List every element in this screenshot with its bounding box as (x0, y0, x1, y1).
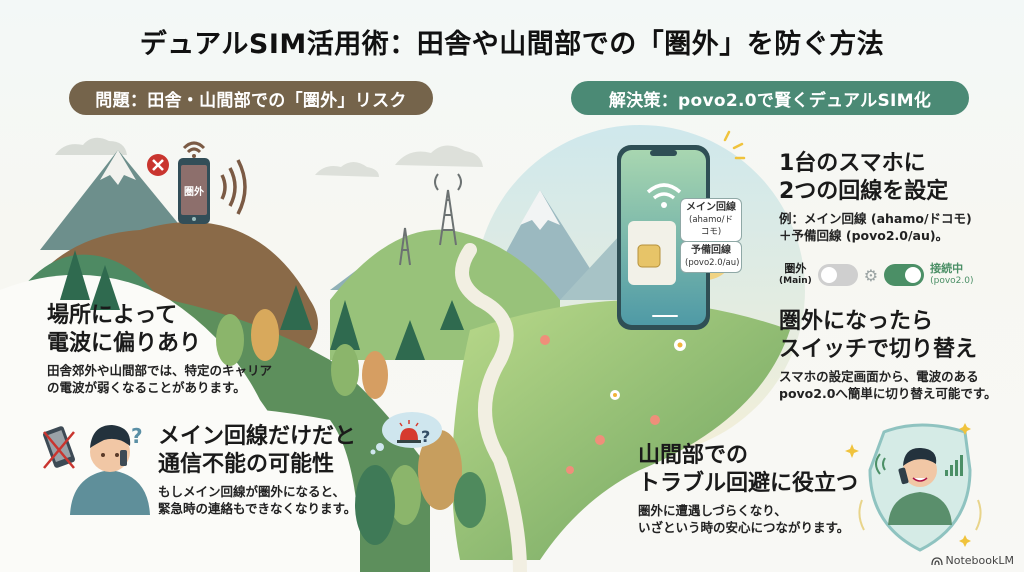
phone-no-signal-label: 圏外 (184, 187, 204, 198)
notebooklm-watermark: NotebookLM (930, 554, 1014, 567)
solution-item-body: 例：メイン回線 (ahamo/ドコモ) (779, 211, 972, 226)
toggle-off-title: 圏外 (784, 262, 807, 275)
solution-item-heading: トラブル回避に役立つ (638, 471, 859, 496)
brand-label: NotebookLM (945, 554, 1014, 567)
problem-item-heading: 電波に偏りあり (47, 331, 202, 356)
problem-item-heading: メイン回線だけだと (158, 424, 357, 449)
toggle-knob (905, 267, 922, 283)
problem-item-main-only-risk: メイン回線だけだと 通信不能の可能性 もしメイン回線が圏外になると、 緊急時の連… (158, 423, 356, 517)
backup-line-title: 予備回線 (691, 245, 731, 256)
solution-item-body: スマホの設定画面から、電波のある (779, 369, 979, 384)
gear-icon: ⚙ (863, 265, 879, 285)
main-line-label: メイン回線 (ahamo/ドコモ) (680, 198, 742, 242)
problem-item-body: もしメイン回線が圏外になると、 (158, 484, 346, 499)
problem-item-body: 田舎郊外や山間部では、特定のキャリア (47, 363, 273, 378)
svg-text:?: ? (421, 427, 430, 446)
dual-sim-phone (617, 130, 746, 330)
solution-item-two-lines: 1台のスマホに 2つの回線を設定 例：メイン回線 (ahamo/ドコモ) ＋予備… (779, 150, 972, 244)
toggle-off-sub: (Main) (779, 276, 812, 286)
svg-text:?: ? (131, 424, 143, 448)
solution-item-body: povo2.0へ簡単に切り替え可能です。 (779, 386, 997, 401)
problem-section-label: 問題：田舎・山間部での「圏外」リスク (69, 81, 433, 115)
solution-item-heading: スイッチで切り替え (779, 337, 978, 362)
toggle-on-sub: (povo2.0) (930, 276, 974, 286)
problem-item-heading: 通信不能の可能性 (158, 452, 335, 477)
solution-item-heading: 圏外になったら (779, 309, 934, 334)
problem-item-heading: 場所によって (47, 303, 178, 328)
toggle-knob (820, 267, 837, 283)
backup-line-carrier: (povo2.0/au) (685, 258, 740, 268)
problem-item-body: 緊急時の連絡もできなくなります。 (158, 501, 357, 516)
solution-item-body: ＋予備回線 (povo2.0/au)。 (779, 228, 949, 243)
toggle-on-title: 接続中 (930, 262, 964, 275)
problem-item-signal-variation: 場所によって 電波に偏りあり 田舎郊外や山間部では、特定のキャリア の電波が弱く… (47, 302, 272, 396)
solution-item-body: いざという時の安心につながります。 (638, 520, 850, 535)
notebooklm-logo-icon (930, 556, 943, 565)
main-line-toggle-off[interactable] (817, 264, 858, 286)
worried-person-illustration: ? (43, 424, 150, 515)
backup-line-label: 予備回線 (povo2.0/au) (680, 241, 742, 273)
povo-line-toggle-on[interactable] (884, 264, 925, 286)
line-switch-demo: 圏外 (Main) ⚙ 接続中 (povo2.0) (779, 263, 973, 287)
solution-item-body: 圏外に遭遇しづらくなり、 (638, 503, 787, 518)
toggle-on-label: 接続中 (povo2.0) (930, 263, 973, 287)
problem-item-body: の電波が弱くなることがあります。 (47, 380, 246, 395)
solution-item-trouble-avoidance: 山間部での トラブル回避に役立つ 圏外に遭遇しづらくなり、 いざという時の安心に… (638, 442, 858, 536)
solution-item-heading: 山間部での (638, 443, 749, 468)
page-title: デュアルSIM活用術：田舎や山間部での「圏外」を防ぐ方法 (139, 29, 885, 60)
solution-section-label: 解決策：povo2.0で賢くデュアルSIM化 (571, 81, 969, 115)
main-line-carrier: (ahamo/ドコモ) (689, 215, 733, 237)
main-line-title: メイン回線 (686, 202, 736, 213)
shield-person-illustration (845, 423, 982, 552)
no-signal-phone (147, 141, 247, 224)
toggle-off-label: 圏外 (Main) (779, 263, 812, 287)
siren-thought-bubble: ? (370, 412, 442, 455)
solution-item-switch: 圏外になったら スイッチで切り替え スマホの設定画面から、電波のある povo2… (779, 308, 997, 402)
solution-item-heading: 1台のスマホに (779, 151, 926, 176)
solution-item-heading: 2つの回線を設定 (779, 179, 949, 204)
